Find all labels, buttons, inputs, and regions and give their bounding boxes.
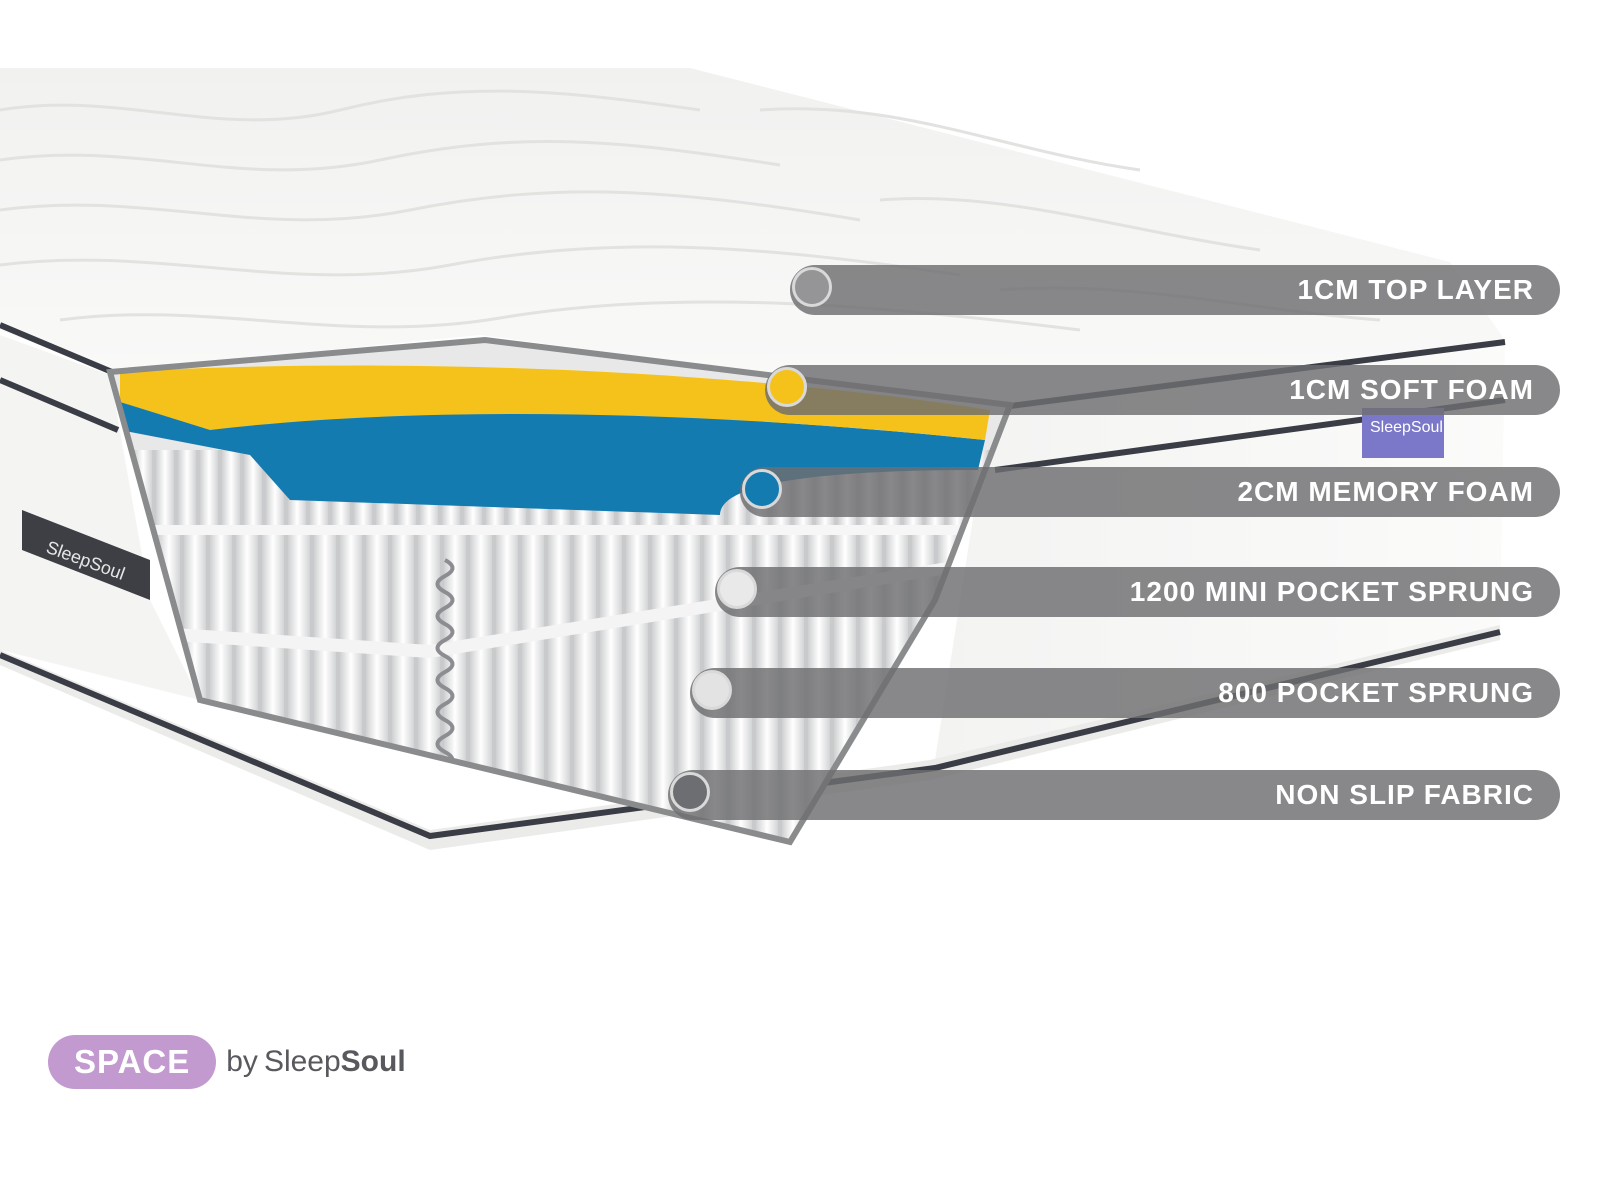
layer-dot-icon <box>670 772 710 812</box>
layer-dot-icon <box>742 469 782 509</box>
svg-text:SleepSoul: SleepSoul <box>1370 419 1443 436</box>
layer-label-non-slip-fabric: NON SLIP FABRIC <box>668 770 1560 820</box>
mattress-front-side <box>0 335 200 700</box>
layer-label-mini-pocket-sprung: 1200 MINI POCKET SPRUNG <box>715 567 1560 617</box>
brand-maker-prefix: Sleep <box>263 1045 341 1078</box>
layer-label-memory-foam: 2CM MEMORY FOAM <box>740 467 1560 517</box>
brand-by-text: by <box>226 1045 258 1078</box>
brand-maker-suffix: Soul <box>340 1045 406 1078</box>
layer-label-text: 2CM MEMORY FOAM <box>1237 476 1534 507</box>
layer-dot-icon <box>792 267 832 307</box>
mattress-top-surface <box>0 68 1505 405</box>
layer-label-text: 1CM TOP LAYER <box>1297 274 1534 305</box>
layer-label-text: NON SLIP FABRIC <box>1275 779 1534 810</box>
layer-label-soft-foam: 1CM SOFT FOAM <box>765 365 1560 415</box>
product-name-badge: SPACE <box>48 1035 217 1089</box>
brand-logo: SPACE by Sleep Soul <box>48 1035 406 1089</box>
exposed-coil <box>435 558 455 786</box>
layer-label-text: 1CM SOFT FOAM <box>1289 374 1534 405</box>
memory-foam-layer <box>120 401 985 515</box>
layer-dot-icon <box>717 569 757 609</box>
layer-label-pocket-sprung: 800 POCKET SPRUNG <box>690 668 1560 718</box>
layer-dot-icon <box>767 367 807 407</box>
layer-label-text: 1200 MINI POCKET SPRUNG <box>1129 576 1534 607</box>
side-brand-tag: SleepSoul <box>1362 408 1444 458</box>
layer-dot-icon <box>692 670 732 710</box>
layer-label-text: 800 POCKET SPRUNG <box>1218 677 1534 708</box>
layer-label-top-layer: 1CM TOP LAYER <box>790 265 1560 315</box>
